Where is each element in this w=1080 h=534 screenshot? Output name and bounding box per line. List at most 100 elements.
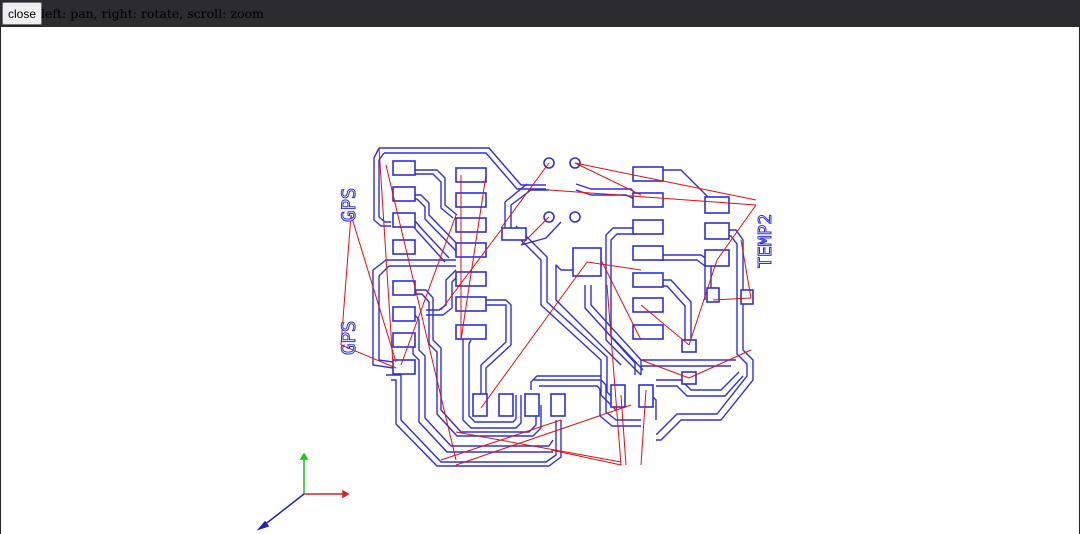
pad [455,324,487,340]
ratsnest-line [460,174,487,341]
trace [661,254,712,300]
pad [498,393,514,417]
trace [510,189,549,235]
pad [392,306,416,322]
axis-z [262,493,305,527]
close-button[interactable]: close [2,2,43,25]
ratsnest-line [640,359,690,379]
pad [681,339,697,353]
trace [391,379,562,467]
silk-label-temp2: TEMP2 [755,214,776,268]
via [569,211,581,223]
pad [501,227,527,241]
trace [520,221,562,246]
ratsnest-line [688,349,752,379]
ratsnest-line [574,162,757,201]
trace [378,276,394,363]
pad [632,272,664,288]
ratsnest-line [385,164,457,461]
trace [405,173,454,219]
trace [661,259,706,300]
ratsnest-line [716,204,757,261]
pad [550,393,566,417]
axis-y-arrow [299,452,309,460]
trace [515,225,622,407]
copper-traces [372,147,754,467]
trace [530,375,601,390]
pad [392,359,416,375]
trace [661,169,721,199]
ratsnest-line [548,189,757,206]
pad [704,196,730,214]
trace [466,304,507,405]
pad [632,245,664,261]
trace [405,314,554,447]
ratsnest-line [350,214,397,363]
controls-hint: left: pan, right: rotate, scroll: zoom [41,6,264,21]
ratsnest-line [378,147,394,366]
trace [384,152,546,190]
silk-label-gps-bottom: GPS [338,321,360,355]
ratsnest-line [640,389,647,466]
pad [455,296,487,312]
pad [704,222,730,240]
pad [632,192,664,208]
ratsnest-line [640,304,690,346]
trace [610,233,644,371]
trace [462,335,522,429]
ratsnest-line [340,344,397,369]
pad [632,219,664,235]
axis-gizmo [256,452,350,531]
pad [392,186,416,202]
pad [392,212,416,228]
trace [372,259,456,271]
trace [661,279,692,345]
axis-z-arrow [256,520,270,531]
pad [706,287,720,303]
trace [605,227,642,376]
pad [392,332,416,348]
pad [392,280,416,296]
silk-labels: GPS GPS TEMP2 [338,187,777,355]
trace [373,147,391,227]
ratsnest-line [740,239,752,299]
pcb-render: GPS GPS TEMP2 [256,147,777,531]
trace [534,379,641,421]
trace [379,147,546,186]
ratsnest-line [455,431,622,463]
trace [504,183,528,235]
ratsnest-line [712,297,752,301]
trace [378,152,391,223]
trace [555,264,622,366]
ratsnest-line [480,261,588,409]
pad [632,297,664,313]
trace [539,385,641,427]
pad [524,393,540,417]
trace [656,371,740,391]
pad [704,249,730,267]
silk-label-gps-top: GPS [338,188,360,222]
pad [392,160,416,176]
pad [632,166,664,182]
trace [426,269,457,311]
ratsnest-line [400,214,457,366]
vias [543,157,581,223]
trace [656,229,754,441]
3d-viewport[interactable]: GPS GPS TEMP2 [0,27,1080,534]
ratsnest-line [455,404,632,466]
viewer-toolbar: close left: pan, right: rotate, scroll: … [0,0,1080,27]
pad [610,384,626,408]
trace [656,235,748,435]
pad [632,324,664,340]
trace [405,169,458,216]
trace [372,270,394,369]
trace [466,299,512,405]
trace [468,339,517,423]
trace [386,374,557,463]
ratsnest-lines [340,147,757,466]
ratsnest-line [440,419,562,461]
axis-x-arrow [342,489,350,499]
pad [455,192,487,208]
trace [378,265,456,277]
ratsnest-line [600,259,642,341]
